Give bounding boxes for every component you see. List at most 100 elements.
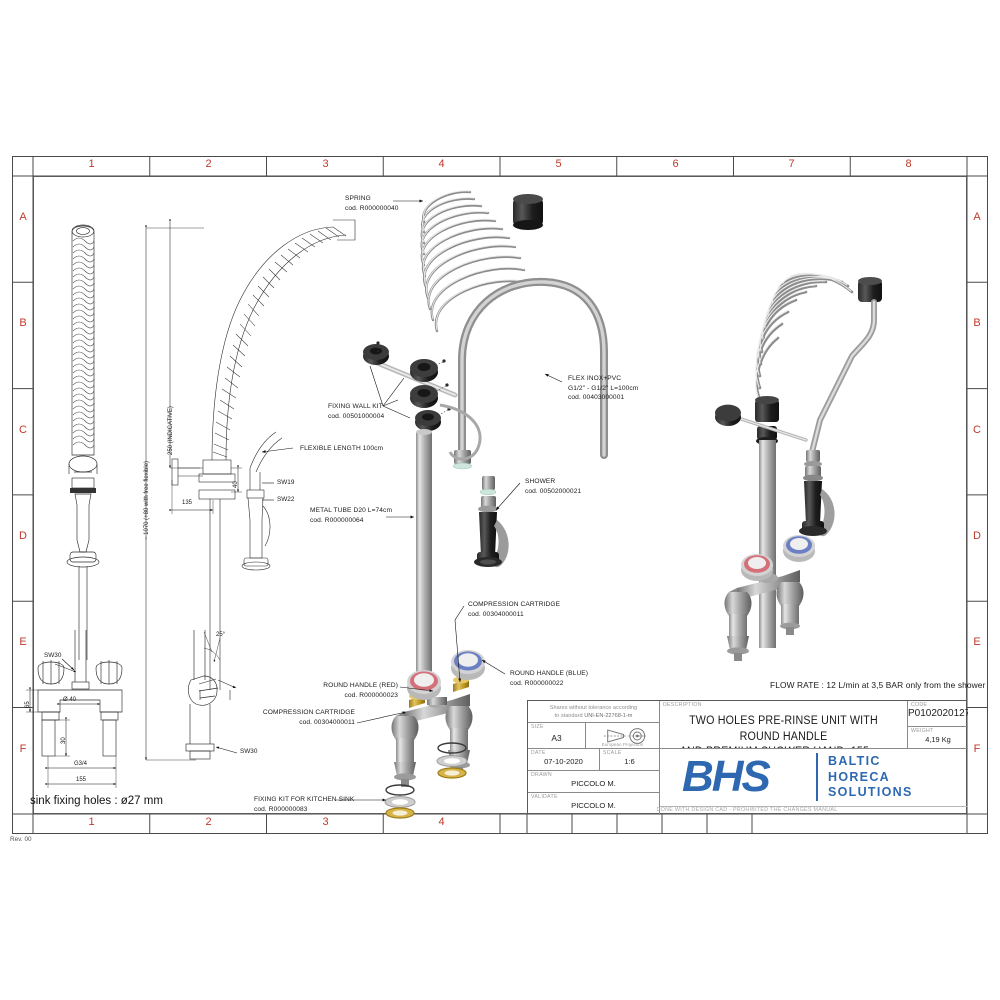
zone-row-a-left: A [19,211,27,223]
callout-compression-cartridge-left-code: cod. 00304000011 [299,718,355,726]
zone-col-4-top: 4 [438,158,445,170]
callout-round-handle-blue: ROUND HANDLE (BLUE) cod. R000000022 [510,669,588,688]
weight-key: WEIGHT [911,728,934,734]
date-value: 07-10-2020 [544,757,583,766]
zone-row-c-right: C [973,424,981,436]
dim-body-height: 65 [25,701,31,708]
callout-fixing-kit-sink: FIXING KIT FOR KITCHEN SINK cod. R000000… [254,795,354,814]
description-key: DESCRIPTION [663,702,702,708]
callout-metal-tube-code: cod. R000000064 [310,516,364,524]
zone-col-2-top: 2 [205,158,212,170]
scale-value: 1:6 [624,757,635,766]
european-projection-icon [603,728,647,744]
bhs-logo-divider [816,753,818,801]
callout-flexible-length: FLEXIBLE LENGTH 100cm [300,444,383,454]
tolerance-text: Shares without tolerance according to st… [528,704,659,721]
sink-fixing-holes-note: sink fixing holes : ø27 mm [30,795,163,807]
tolerance-line1: Shares without tolerance according [549,705,638,711]
description-cell: DESCRIPTION TWO HOLES PRE-RINSE UNIT WIT… [660,701,908,749]
bhs-logo-line3: SOLUTIONS [828,785,913,799]
dim-sw19: SW19 [277,479,295,486]
zone-col-6-top: 6 [672,158,679,170]
callout-compression-cartridge-top-code: cod. 00304000011 [468,610,524,618]
zone-col-1-bottom: 1 [88,816,95,828]
callout-flexible-length-title: FLEXIBLE LENGTH 100cm [300,445,384,452]
callout-spring: SPRING cod. R000000040 [345,194,399,213]
zone-col-5-top: 5 [555,158,562,170]
zone-col-4-bottom: 4 [438,816,445,828]
drawn-cell: DRAWN PICCOLO M. [528,771,660,793]
zone-row-d-right: D [973,530,981,542]
full-assembly-3d [715,272,882,661]
projection-caption: European Projection [601,742,644,747]
zone-row-f-left: F [19,743,27,755]
callout-shower-code: cod. 00502000021 [525,487,582,495]
size-value: A3 [551,733,562,743]
zone-col-2-bottom: 2 [205,816,212,828]
callout-round-handle-red-title: ROUND HANDLE (RED) [323,682,398,689]
dim-sw30-right: SW30 [240,748,258,755]
callout-flex-inox-pvc-title: FLEX INOX+PVC [568,375,622,382]
dim-wall-offset: 135 [182,500,193,506]
callout-compression-cartridge-left: COMPRESSION CARTRIDGE cod. 00304000011 [220,708,355,727]
size-cell: SIZE A3 [528,723,586,749]
zone-col-1-top: 1 [88,158,95,170]
callout-metal-tube-title: METAL TUBE D20 L=74cm [310,507,393,514]
dim-tilt-angle: 25° [216,632,226,638]
revision-label: Rev. 00 [10,836,32,843]
callout-fixing-wall-kit-code: cod. 00501000004 [328,412,385,420]
zone-col-3-top: 3 [322,158,329,170]
drawn-value: PICCOLO M. [571,779,616,788]
callout-spring-code: cod. R000000040 [345,204,399,212]
callout-round-handle-blue-title: ROUND HANDLE (BLUE) [510,670,589,677]
dim-wheelbase: 155 [76,777,87,783]
callout-fixing-kit-sink-code: cod. R000000083 [254,805,308,813]
metal-tube-3d [414,429,434,691]
date-cell: DATE 07-10-2020 [528,749,600,771]
flow-rate-note: FLOW RATE : 12 L/min at 3,5 BAR only fro… [770,680,986,690]
callout-round-handle-blue-code: cod. R000000022 [510,679,564,687]
zone-row-b-left: B [19,317,27,329]
zone-col-3-bottom: 3 [322,816,329,828]
scale-cell: SCALE 1:6 [600,749,660,771]
description-line1: TWO HOLES PRE-RINSE UNIT WITH ROUND HAND… [689,715,878,743]
code-cell: CODE P0102020127 [908,701,968,727]
callout-leaders [61,199,563,802]
validate-cell: VALIDATE PICCOLO M. [528,793,660,815]
zone-row-e-right: E [973,636,981,648]
riser-gap-dimension [231,465,242,493]
callout-flex-inox-pvc-code: cod. 00403000001 [568,394,625,402]
callout-shower: SHOWER cod. 00502000021 [525,477,581,496]
shower-hand-3d [474,476,509,568]
drawn-key: DRAWN [531,772,552,778]
tolerance-cell: Shares without tolerance according to st… [528,701,660,723]
spring-height-dimension [169,219,200,469]
spring-3d [420,190,543,333]
callout-spring-title: SPRING [345,195,371,202]
dim-sw22: SW22 [277,496,295,503]
weight-cell: WEIGHT 4,19 Kg [908,727,968,749]
dim-riser-gap: 40 [233,481,239,488]
dim-overall-height: ~ 1070 (+80 with free flexible) [144,460,150,540]
zone-row-d-left: D [19,530,27,542]
callout-compression-cartridge-top: COMPRESSION CARTRIDGE cod. 00304000011 [468,600,560,619]
zone-row-a-right: A [973,211,981,223]
date-key: DATE [531,750,546,756]
title-block: Shares without tolerance according to st… [527,700,968,815]
bhs-logo-line1: BALTIC [828,754,881,768]
zone-col-8-top: 8 [905,158,912,170]
callout-metal-tube: METAL TUBE D20 L=74cm cod. R000000064 [310,506,392,525]
dimension-lines-left [26,663,117,788]
zone-col-7-top: 7 [788,158,795,170]
callout-fixing-wall-kit: FIXING WALL KIT cod. 00501000004 [328,402,384,421]
callout-flex-inox-pvc-spec: G1/2" - G1/2" L=100cm [568,384,639,392]
dim-spout-dia: Ø 40 [63,697,77,703]
validate-value: PICCOLO M. [571,801,616,810]
mixer-front-2d [37,630,123,757]
description-line2: AND PREMIUM SHOWER HAND. 155mm FIXED WHE… [680,746,888,748]
dim-shank-len: 30 [61,737,67,744]
scale-key: SCALE [603,750,622,756]
zone-row-c-left: C [19,424,27,436]
bhs-logo-subtitle: BALTIC HORECA SOLUTIONS [828,754,913,801]
